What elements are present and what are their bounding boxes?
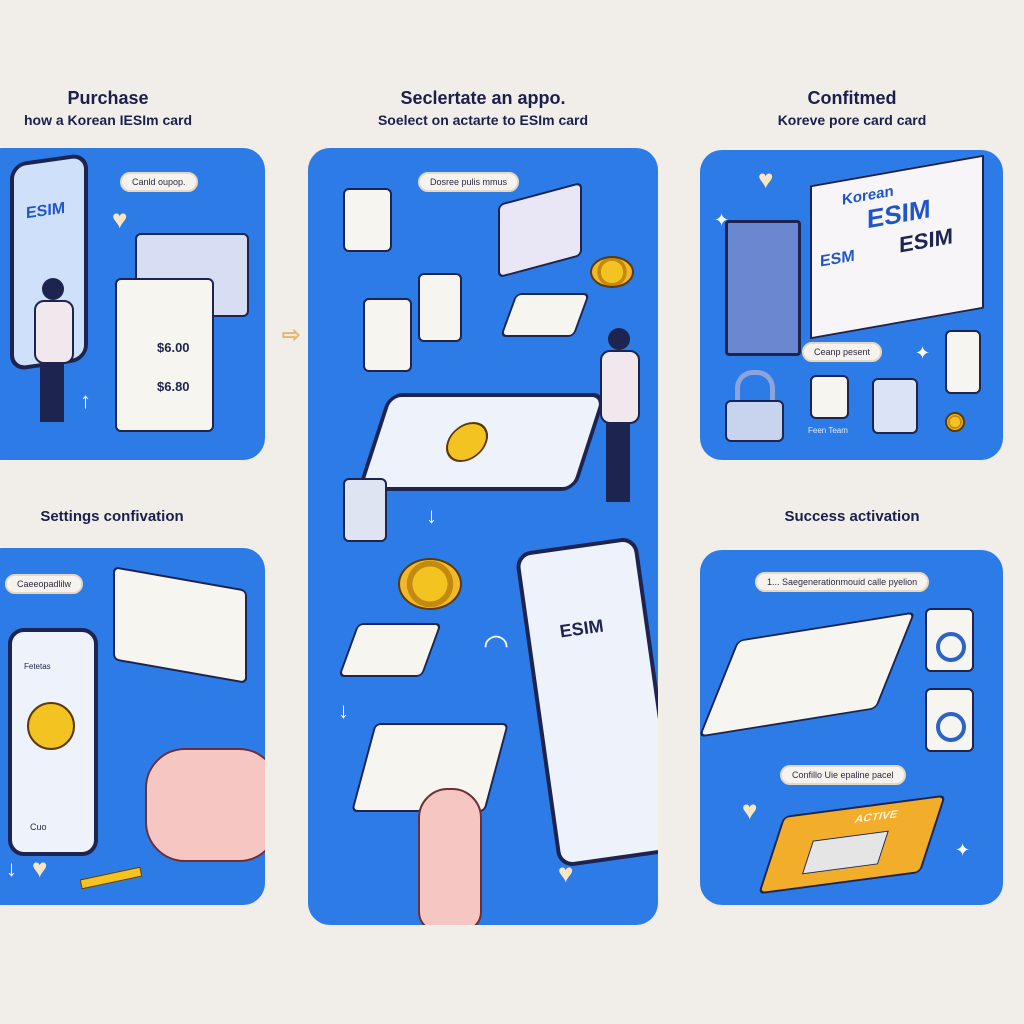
sparkle-icon-3: ✦ — [955, 840, 971, 860]
gold-coin — [398, 558, 462, 610]
purchase-panel: ESIM Canld oupop. ♥ $6.00 $6.80 ↑ — [0, 148, 265, 460]
chip-card-2 — [945, 330, 981, 394]
confirmed-panel: ♥ ✦ Korean ESIM ESM ESIM Ceanp pesent ✦ … — [700, 150, 1003, 460]
heart-icon-4: ♥ — [32, 853, 48, 883]
pencil-icon — [79, 866, 143, 890]
step-subtitle-confirmed: Koreve pore card card — [777, 112, 927, 128]
sim-holder — [343, 478, 387, 542]
flag-card-2 — [418, 273, 462, 342]
person-figure-2 — [598, 328, 640, 518]
card-stack-2 — [338, 623, 442, 677]
step-title-settings: Settings confivation — [40, 508, 184, 525]
chip-card — [499, 293, 591, 337]
heart-icon-5: ♥ — [742, 795, 758, 825]
step-title-confirmed: Confitmed — [807, 88, 897, 108]
id-card — [700, 611, 916, 738]
arrow-down-icon: ↓ — [426, 503, 437, 528]
chip-caption: Feen Team — [808, 426, 848, 435]
box-left-label: ESM — [820, 247, 855, 271]
phone-esim-label: ESIM — [558, 615, 605, 642]
card-stack — [343, 188, 392, 252]
heart-icon-3: ♥ — [758, 164, 774, 194]
arrow-right-icon: ⇨ — [282, 322, 301, 347]
settings-pill: Caeeopadlilw — [5, 574, 84, 594]
active-badge: ACTIVE — [853, 808, 900, 826]
purchase-pill: Canld oupop. — [120, 172, 198, 192]
option-card-1[interactable] — [925, 608, 974, 672]
settings-phone: Fetetas Cuo — [8, 628, 98, 856]
padlock-icon — [725, 370, 784, 442]
step-title-success: Success activation — [784, 508, 920, 525]
step-subtitle-select: Soelect on actarte to ESIm card — [377, 112, 589, 128]
heart-icon: ♥ — [112, 204, 128, 234]
chip-tile — [810, 375, 849, 419]
hand-pointer-2 — [145, 748, 265, 862]
locker-panel — [725, 220, 801, 356]
box-right-label: ESIM — [899, 223, 953, 258]
success-pill-bottom: Confillo Uie epaline pacel — [780, 765, 906, 785]
price-card: $6.00 $6.80 — [115, 278, 214, 432]
step-subtitle-purchase: how a Korean IESIm card — [23, 112, 193, 128]
active-card: ACTIVE — [758, 794, 946, 895]
coin-icon — [590, 256, 634, 288]
settings-card — [113, 566, 247, 684]
confirmed-pill: Ceanp pesent — [802, 342, 883, 362]
flag-card — [363, 298, 412, 372]
success-pill-top: 1... Saegenerationmouid calle pyelion — [755, 572, 930, 592]
price-1: $6.00 — [157, 340, 190, 355]
coin-icon-2 — [945, 412, 965, 432]
settings-panel: Caeeopadlilw Fetetas Cuo ♥ ↓ — [0, 548, 265, 905]
success-panel: 1... Saegenerationmouid calle pyelion Co… — [700, 550, 1003, 905]
heart-card — [498, 181, 582, 279]
phone-header: Fetetas — [24, 662, 51, 671]
esim-box: Korean ESIM ESM ESIM — [810, 154, 984, 340]
phone-label: ESIM — [26, 199, 66, 223]
sparkle-icon-2: ✦ — [915, 343, 931, 363]
phone-button[interactable]: Cuo — [30, 822, 47, 832]
step-title-purchase: Purchase — [67, 88, 149, 108]
person-figure — [32, 278, 74, 428]
arrow-down-icon-3: ↓ — [6, 856, 17, 881]
arrow-down-icon-2: ↓ — [338, 698, 349, 723]
option-card-2[interactable] — [925, 688, 974, 752]
price-2: $6.80 — [157, 379, 190, 394]
heart-icon-2: ♥ — [558, 858, 574, 888]
activation-phone: ESIM — [514, 535, 658, 869]
select-panel: Dosree pulis mmus ↓ ↓ ◠ ESIM ♥ — [308, 148, 658, 925]
step-title-select: Seclertate an appo. — [400, 88, 566, 108]
hand-pointer — [418, 788, 482, 925]
flat-phone — [357, 393, 607, 491]
arrow-up-icon: ↑ — [80, 388, 91, 413]
grid-tile — [872, 378, 918, 434]
wifi-icon: ◠ — [483, 629, 510, 662]
select-pill: Dosree pulis mmus — [418, 172, 520, 192]
